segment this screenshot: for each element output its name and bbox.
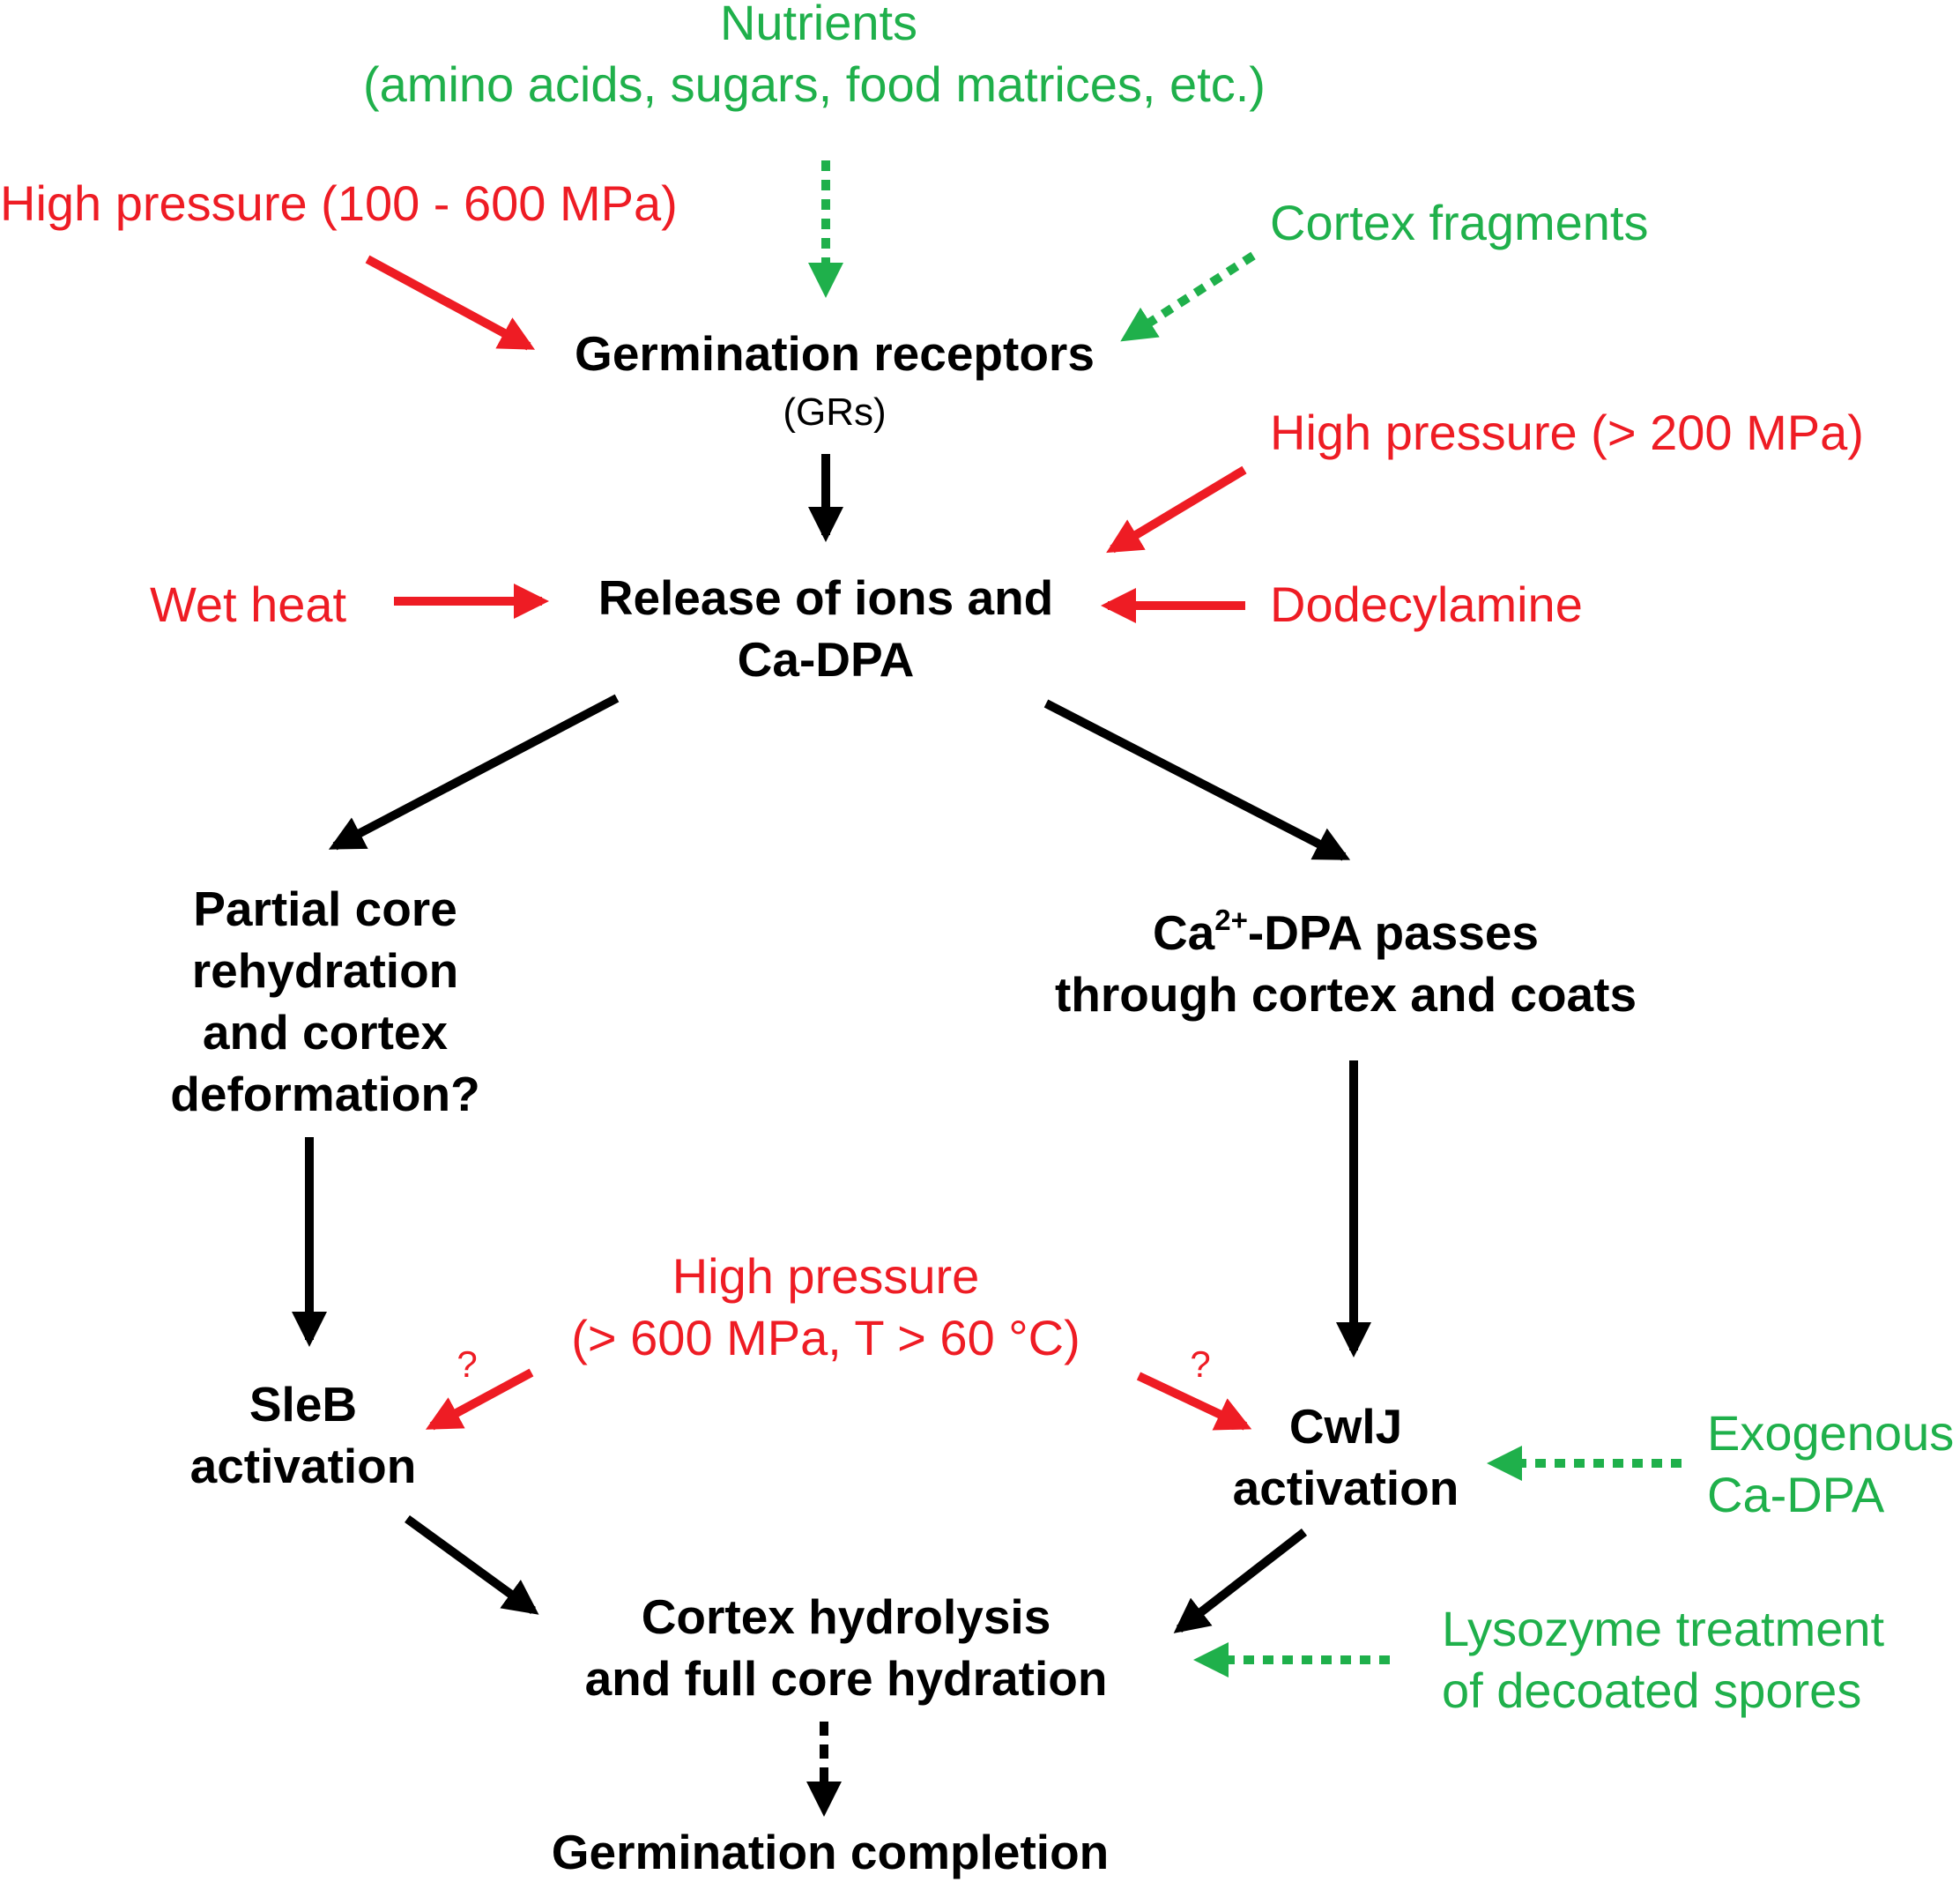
node-cadpa-superscript: 2+ xyxy=(1214,904,1248,936)
trigger-exogenous-line1: Exogenous xyxy=(1707,1405,1954,1461)
node-release-line2: Ca-DPA xyxy=(738,632,915,687)
arrow-release-to-cadpa-passage xyxy=(1043,699,1351,861)
trigger-high-pressure-200: High pressure (> 200 MPa) xyxy=(1270,405,1864,460)
trigger-nutrients-line1: Nutrients xyxy=(720,0,917,50)
trigger-lysozyme-line2: of decoated spores xyxy=(1442,1663,1861,1718)
node-cwlj-line1: CwlJ xyxy=(1289,1399,1402,1454)
arrow-high-pressure-600-to-cwlj xyxy=(1136,1372,1252,1431)
node-cortex-line2: and full core hydration xyxy=(585,1651,1108,1706)
trigger-high-pressure-low: High pressure (100 - 600 MPa) xyxy=(0,175,678,231)
trigger-high-pressure-600-line1: High pressure xyxy=(672,1248,980,1304)
node-partial-line2: rehydration xyxy=(192,943,459,998)
node-germination-receptors: Germination receptors xyxy=(575,326,1095,381)
node-grs-abbrev: (GRs) xyxy=(783,391,886,434)
arrow-high-pressure-200-to-release xyxy=(1106,465,1247,554)
trigger-high-pressure-600-line2: (> 600 MPa, T > 60 °C) xyxy=(571,1310,1080,1365)
arrow-high-pressure-600-to-sleb xyxy=(425,1368,534,1431)
arrow-high-pressure-low-to-receptors xyxy=(365,255,536,351)
node-sleb-line2: activation xyxy=(190,1439,417,1493)
node-cadpa-rest: -DPA passes xyxy=(1248,905,1539,960)
trigger-exogenous-line2: Ca-DPA xyxy=(1707,1467,1885,1522)
node-sleb-line1: SleB xyxy=(249,1377,357,1432)
trigger-wet-heat: Wet heat xyxy=(150,577,347,632)
node-cortex-line1: Cortex hydrolysis xyxy=(642,1589,1051,1644)
arrow-cortex-fragments-to-receptors xyxy=(1120,251,1256,342)
node-cadpa-line1: Ca2+-DPA passes xyxy=(1153,904,1539,960)
arrow-sleb-to-cortex-hydrolysis xyxy=(405,1514,539,1615)
trigger-lysozyme-line1: Lysozyme treatment xyxy=(1442,1601,1885,1656)
node-release-line1: Release of ions and xyxy=(598,570,1054,625)
node-partial-line4: deformation? xyxy=(170,1067,479,1121)
trigger-nutrients-line2: (amino acids, sugars, food matrices, etc… xyxy=(363,56,1266,112)
arrow-release-to-partial-rehydration xyxy=(328,694,620,851)
node-partial-line1: Partial core xyxy=(193,881,457,936)
node-cadpa-line2: through cortex and coats xyxy=(1055,967,1637,1022)
trigger-cortex-fragments: Cortex fragments xyxy=(1270,195,1649,250)
question-mark-cwlj: ? xyxy=(1190,1343,1210,1385)
node-germination-completion: Germination completion xyxy=(552,1825,1110,1879)
node-partial-line3: and cortex xyxy=(203,1005,449,1060)
trigger-dodecylamine: Dodecylamine xyxy=(1270,577,1583,632)
node-cwlj-line2: activation xyxy=(1233,1461,1459,1515)
question-mark-sleb: ? xyxy=(457,1343,477,1385)
node-cadpa-prefix: Ca xyxy=(1153,905,1215,960)
arrow-cwlj-to-cortex-hydrolysis xyxy=(1173,1529,1308,1633)
